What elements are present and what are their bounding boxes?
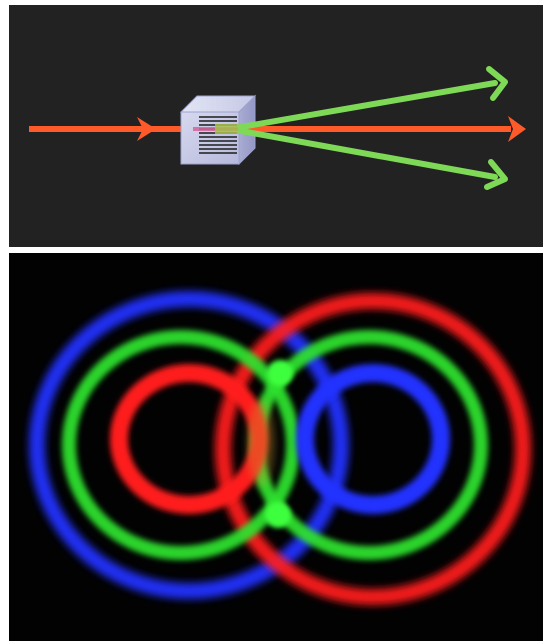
crystal-front-face	[181, 112, 239, 164]
upper-overlap-spot	[267, 360, 293, 386]
central-overlap-glow	[247, 399, 275, 487]
emission-rings-image	[9, 253, 543, 641]
rings-background	[9, 253, 543, 641]
spdc-setup-diagram	[9, 5, 543, 247]
setup-diagram-svg	[9, 5, 543, 247]
lower-overlap-spot	[265, 502, 291, 528]
emission-rings-svg	[9, 253, 543, 641]
